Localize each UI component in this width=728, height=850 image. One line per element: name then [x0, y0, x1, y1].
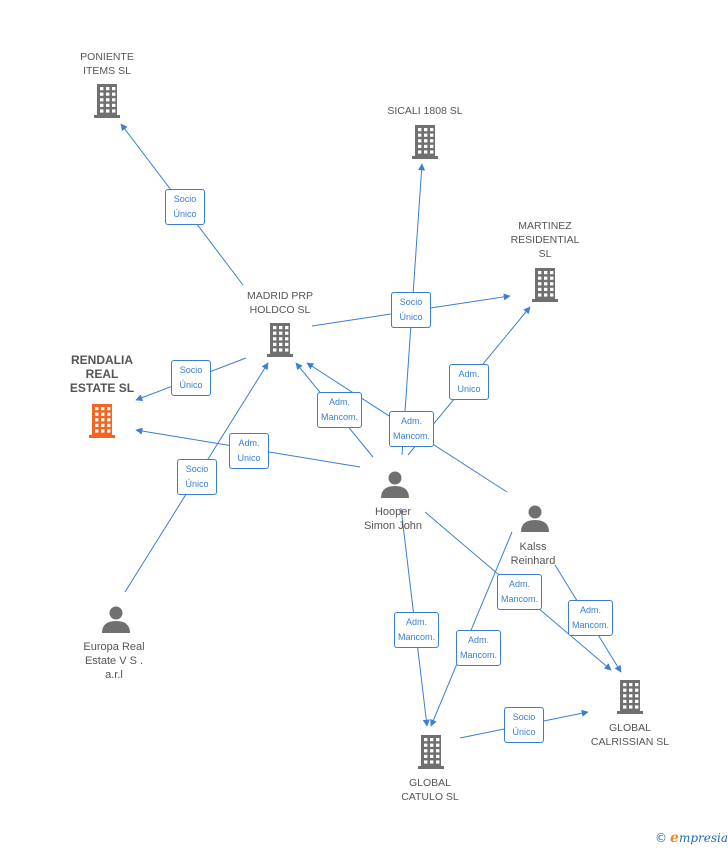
edge-label-hooper-to-martinez[interactable]: Adm. Unico: [449, 364, 489, 400]
node-label-sicali[interactable]: SICALI 1808 SL: [387, 105, 463, 117]
edge-label-kalss-to-calrissian[interactable]: Adm. Mancom.: [568, 600, 614, 636]
person-icon-hooper[interactable]: [381, 471, 409, 499]
edge-kalss-to-catulo: [430, 531, 513, 727]
node-label-calrissian[interactable]: GLOBAL CALRISSIAN SL: [590, 722, 670, 748]
nodes-layer: [89, 84, 643, 769]
edge-label-madrid-to-rendalia[interactable]: Socio Único: [171, 360, 211, 396]
node-label-kalss[interactable]: Kalss Reinhard: [510, 541, 556, 567]
edge-label-hooper-to-rendalia[interactable]: Adm. Unico: [229, 433, 269, 469]
edge-label-catulo-to-calrissian[interactable]: Socio Único: [504, 707, 544, 743]
person-icon-europa[interactable]: [102, 606, 130, 634]
person-icon-kalss[interactable]: [521, 505, 549, 533]
building-icon-catulo[interactable]: [418, 735, 444, 769]
empresia-watermark: ©empresia: [655, 830, 728, 846]
building-icon-madrid[interactable]: [267, 323, 293, 357]
edge-label-kalss-to-madrid[interactable]: Adm. Mancom.: [389, 411, 435, 447]
edge-label-madrid-to-poniente[interactable]: Socio Único: [165, 189, 205, 225]
edge-label-kalss-to-catulo[interactable]: Adm. Mancom.: [456, 630, 502, 666]
node-label-poniente[interactable]: PONIENTE ITEMS SL: [80, 51, 134, 77]
edge-label-hooper-to-calrissian[interactable]: Adm. Mancom.: [497, 574, 543, 610]
edge-label-hooper-to-madrid[interactable]: Adm. Mancom.: [317, 392, 363, 428]
node-label-europa[interactable]: Europa Real Estate V S . a.r.l: [83, 641, 145, 681]
node-label-rendalia[interactable]: RENDALIA REAL ESTATE SL: [69, 353, 135, 395]
copyright-symbol: ©: [655, 831, 668, 845]
edge-label-hooper-to-sicali[interactable]: Socio Único: [391, 292, 431, 328]
node-label-hooper[interactable]: Hooper Simon John: [363, 506, 423, 532]
edge-label-hooper-to-catulo[interactable]: Adm. Mancom.: [394, 612, 440, 648]
building-icon-martinez[interactable]: [532, 268, 558, 302]
node-label-martinez[interactable]: MARTINEZ RESIDENTIAL SL: [510, 220, 580, 260]
brand-initial: e: [670, 830, 679, 846]
building-icon-calrissian[interactable]: [617, 680, 643, 714]
node-label-madrid[interactable]: MADRID PRP HOLDCO SL: [247, 290, 313, 316]
brand-name: mpresia: [678, 831, 728, 845]
building-icon-poniente[interactable]: [94, 84, 120, 118]
building-icon-sicali[interactable]: [412, 125, 438, 159]
node-label-catulo[interactable]: GLOBAL CATULO SL: [401, 777, 459, 803]
edge-label-europa-to-madrid[interactable]: Socio Único: [177, 459, 217, 495]
building-icon-rendalia[interactable]: [89, 404, 115, 438]
